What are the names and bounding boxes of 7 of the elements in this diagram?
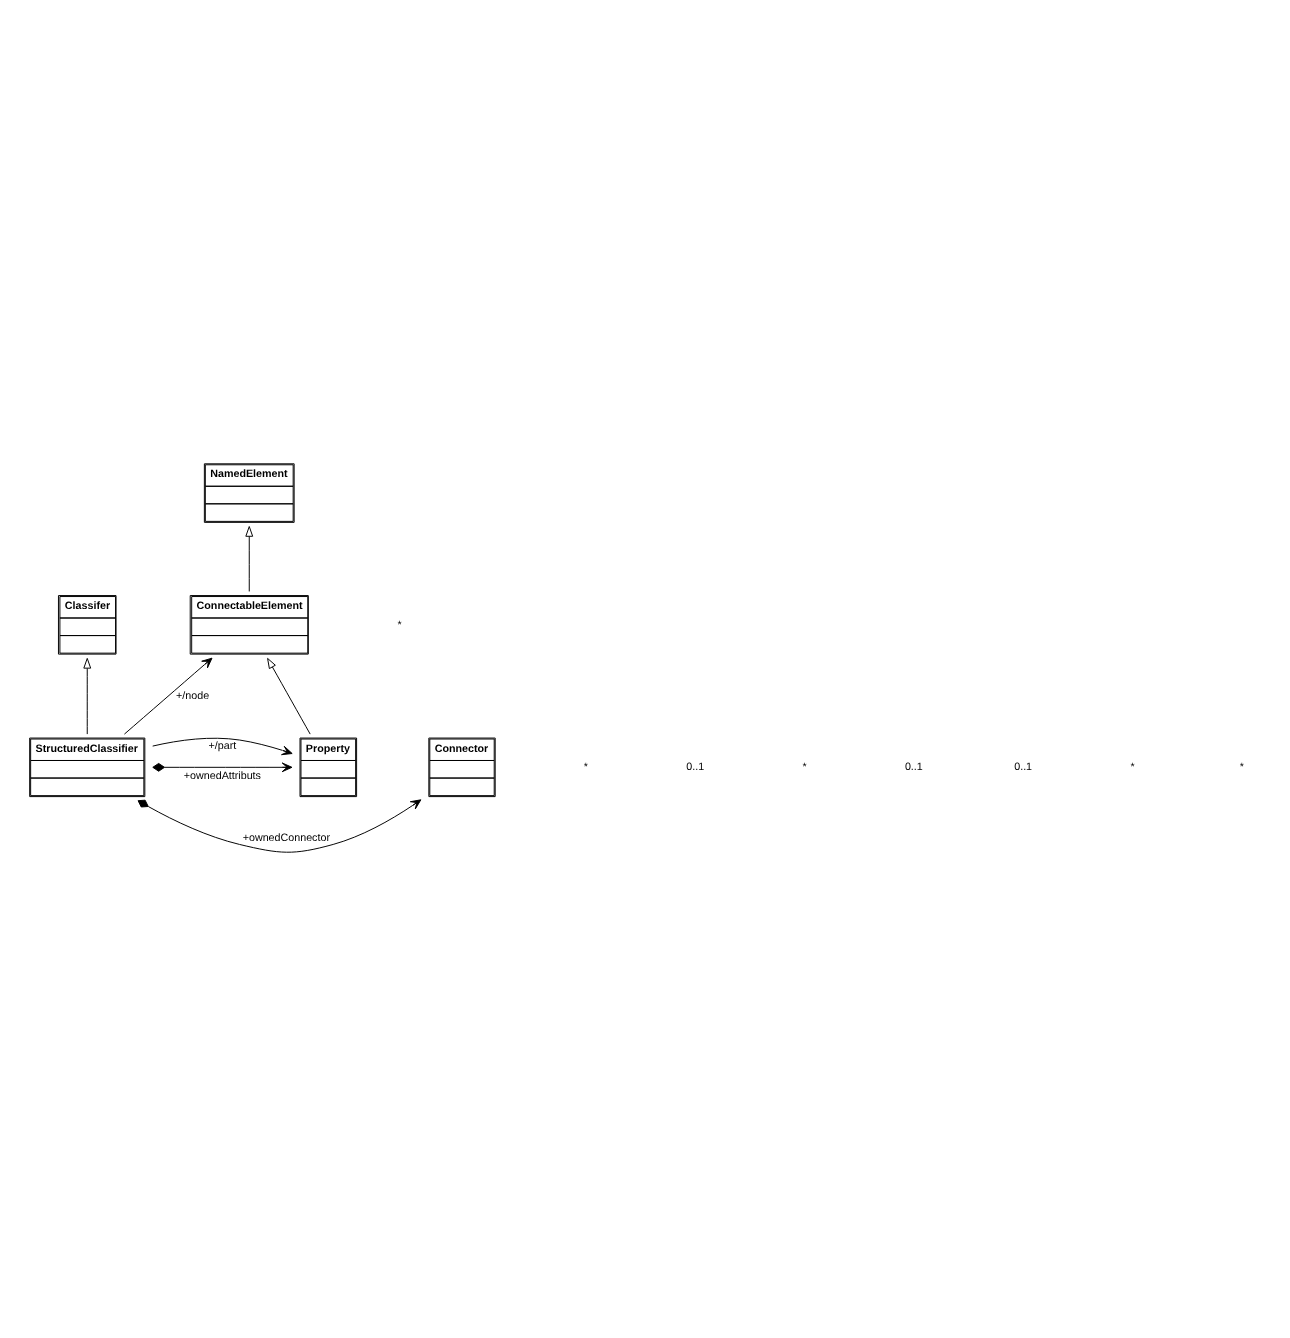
arrow (152, 762, 293, 773)
arrow (245, 526, 254, 592)
arrow (83, 657, 92, 735)
arrow (123, 657, 213, 735)
arrow (137, 799, 422, 853)
arrow (267, 657, 311, 735)
arrow (152, 737, 293, 756)
